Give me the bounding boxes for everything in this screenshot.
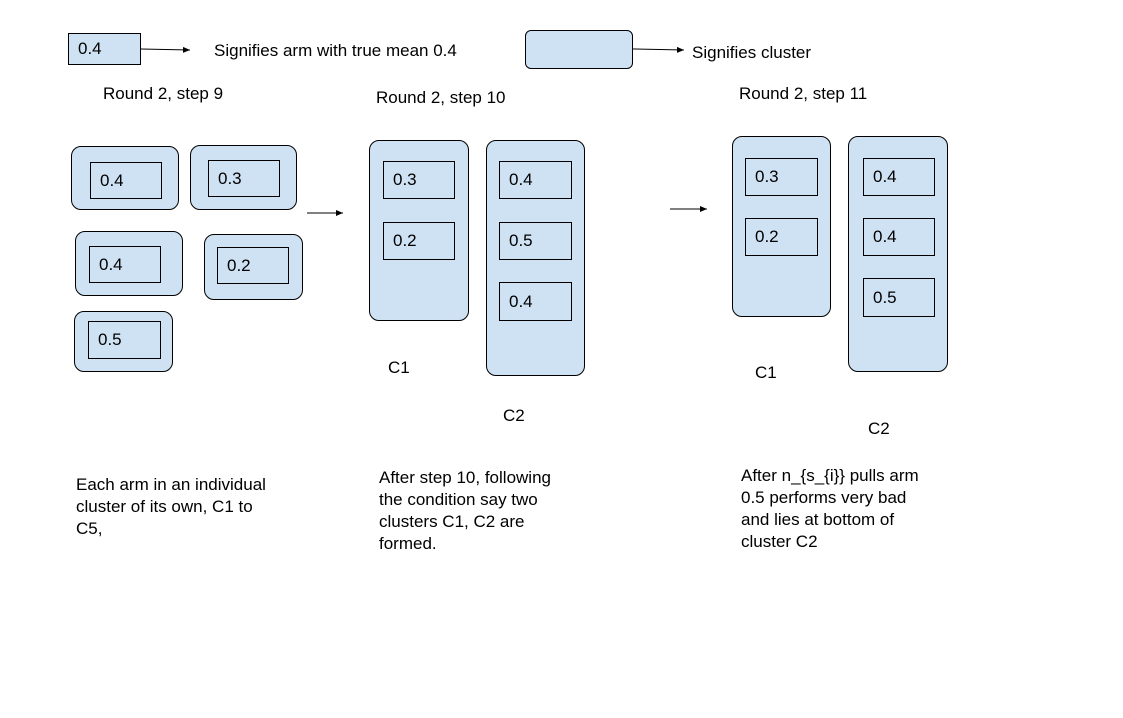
arm-box: 0.5 [499, 222, 572, 260]
panel2-c1-label: C1 [388, 358, 410, 377]
arm-box: 0.5 [863, 278, 935, 317]
arm-value: 0.4 [99, 254, 123, 274]
panel2-cluster-c1: 0.3 0.2 [369, 140, 469, 321]
panel3-c2-label: C2 [868, 419, 890, 438]
arm-value: 0.2 [393, 231, 417, 250]
arm-box: 0.4 [863, 158, 935, 196]
legend-arm-value: 0.4 [78, 39, 102, 58]
arm-box: 0.4 [89, 246, 161, 283]
arm-value: 0.3 [218, 168, 242, 188]
arm-value: 0.4 [873, 167, 897, 186]
legend-cluster-box [525, 30, 633, 69]
arm-value: 0.4 [873, 227, 897, 246]
panel2-title: Round 2, step 10 [376, 88, 506, 107]
panel1-caption: Each arm in an individual cluster of its… [76, 475, 266, 538]
arm-value: 0.3 [755, 167, 779, 186]
panel3-cluster-c1: 0.3 0.2 [732, 136, 831, 317]
panel3-caption: After n_{s_{i}} pulls arm 0.5 performs v… [741, 466, 919, 551]
arm-value: 0.5 [98, 330, 122, 349]
arm-value: 0.5 [509, 231, 533, 250]
panel1-cluster-3: 0.4 [75, 231, 183, 296]
arm-value: 0.4 [509, 291, 533, 311]
panel2-c2-label: C2 [503, 406, 525, 425]
arm-value: 0.4 [100, 170, 124, 190]
arm-value: 0.2 [755, 227, 779, 246]
panel1-cluster-2: 0.3 [190, 145, 297, 210]
arm-value: 0.5 [873, 287, 897, 307]
arm-box: 0.4 [90, 162, 162, 199]
arm-box: 0.4 [863, 218, 935, 256]
arm-box: 0.4 [499, 161, 572, 199]
legend-cluster-arrow [632, 46, 685, 53]
panel1-cluster-1: 0.4 [71, 146, 179, 210]
arm-box: 0.2 [217, 247, 289, 284]
panel1-cluster-5: 0.5 [74, 311, 173, 372]
legend-arm-box: 0.4 [68, 33, 141, 65]
panel3-c1-label: C1 [755, 363, 777, 382]
panel2-caption: After step 10, following the condition s… [379, 468, 551, 553]
panel1-cluster-4: 0.2 [204, 234, 303, 300]
arm-box: 0.5 [88, 321, 161, 359]
legend-arm-arrow [140, 46, 191, 53]
legend-arm-text: Signifies arm with true mean 0.4 [214, 41, 457, 60]
panel1-title: Round 2, step 9 [103, 84, 224, 103]
arm-value: 0.3 [393, 170, 417, 189]
arm-box: 0.3 [383, 161, 455, 199]
arm-box: 0.3 [208, 160, 280, 197]
arm-value: 0.2 [227, 255, 251, 275]
panel3-cluster-c2: 0.4 0.4 0.5 [848, 136, 948, 372]
arm-box: 0.3 [745, 158, 818, 196]
arm-box: 0.4 [499, 282, 572, 321]
arm-box: 0.2 [383, 222, 455, 260]
panel2-cluster-c2: 0.4 0.5 0.4 [486, 140, 585, 376]
panel3-title: Round 2, step 11 [739, 84, 868, 103]
arm-value: 0.4 [509, 170, 533, 189]
legend-cluster-text: Signifies cluster [692, 43, 812, 62]
arm-box: 0.2 [745, 218, 818, 256]
